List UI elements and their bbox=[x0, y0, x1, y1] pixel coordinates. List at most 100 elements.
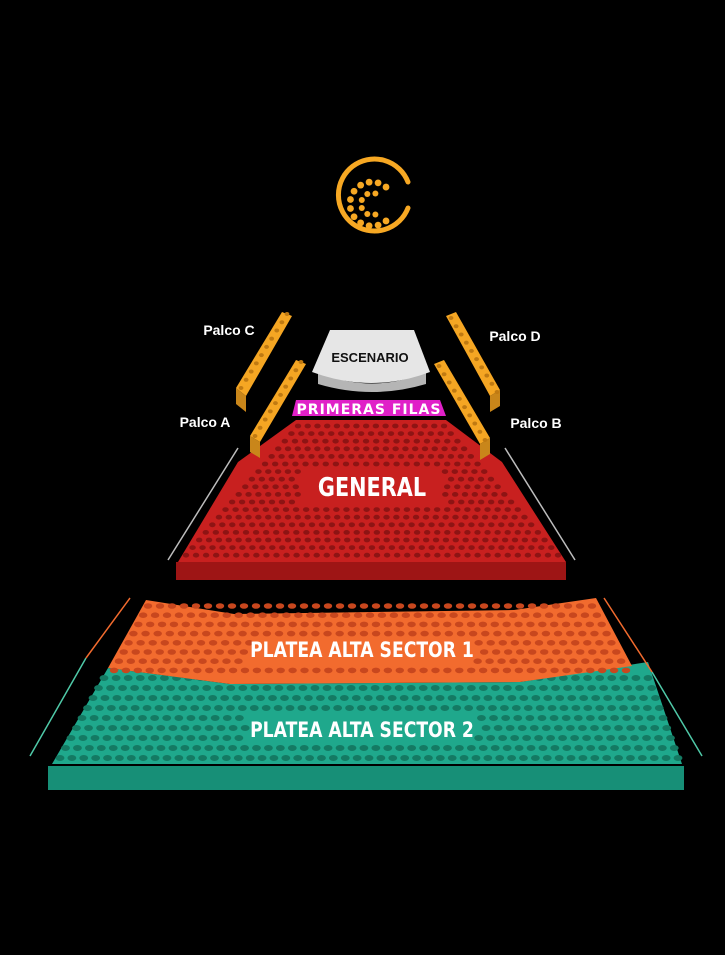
seat bbox=[265, 469, 272, 474]
seat bbox=[528, 545, 535, 550]
seat bbox=[471, 469, 478, 474]
box-seat bbox=[248, 369, 254, 374]
seat bbox=[154, 705, 164, 711]
seat bbox=[454, 530, 461, 535]
seat bbox=[255, 469, 262, 474]
seat bbox=[661, 755, 671, 761]
seat bbox=[474, 552, 481, 558]
seat bbox=[297, 705, 307, 711]
seat bbox=[323, 745, 333, 751]
seat bbox=[456, 630, 466, 637]
seat bbox=[468, 522, 475, 528]
seat bbox=[262, 484, 269, 490]
box-palco-c[interactable] bbox=[236, 312, 292, 412]
seat bbox=[214, 685, 224, 691]
seat bbox=[491, 649, 501, 655]
seat bbox=[585, 621, 595, 628]
section-platea-alta-1[interactable]: PLATEA ALTA SECTOR 1 bbox=[108, 598, 632, 684]
seat bbox=[226, 705, 235, 711]
seat bbox=[642, 735, 651, 741]
section-general[interactable]: GENERAL bbox=[167, 420, 576, 580]
seat bbox=[332, 461, 340, 467]
seat bbox=[120, 725, 130, 731]
seat bbox=[109, 667, 119, 674]
logo-dot bbox=[372, 211, 379, 218]
stage-label: ESCENARIO bbox=[331, 350, 408, 365]
primeras-filas-label: PRIMERAS FILAS bbox=[297, 402, 442, 418]
seat bbox=[205, 667, 214, 674]
seat bbox=[514, 530, 521, 535]
seat bbox=[510, 640, 520, 646]
seat bbox=[314, 537, 321, 543]
seat bbox=[565, 725, 575, 731]
seat bbox=[387, 695, 397, 701]
seat bbox=[515, 649, 525, 655]
seat bbox=[262, 530, 270, 535]
box-seat bbox=[453, 324, 459, 329]
seat bbox=[435, 695, 445, 701]
seat bbox=[449, 612, 458, 618]
seat bbox=[111, 675, 121, 681]
seat bbox=[79, 755, 89, 761]
seat bbox=[490, 621, 499, 628]
seat bbox=[645, 745, 655, 751]
seat bbox=[485, 612, 494, 618]
seat bbox=[382, 685, 392, 691]
seat bbox=[115, 755, 124, 761]
seat bbox=[304, 537, 311, 543]
seat bbox=[83, 705, 92, 711]
seat bbox=[138, 658, 147, 664]
seat bbox=[148, 695, 158, 701]
section-platea-alta-2[interactable]: PLATEA ALTA SECTOR 2 bbox=[48, 662, 684, 790]
seat bbox=[335, 745, 345, 751]
seat bbox=[259, 545, 266, 550]
seat bbox=[417, 454, 425, 459]
seat bbox=[393, 552, 401, 558]
seat bbox=[142, 705, 152, 711]
seat bbox=[240, 725, 250, 731]
seat bbox=[423, 461, 431, 467]
seat bbox=[248, 476, 256, 482]
seat bbox=[442, 514, 449, 520]
seat bbox=[395, 603, 405, 609]
seat bbox=[273, 530, 280, 535]
seat bbox=[228, 725, 238, 731]
seat bbox=[84, 745, 94, 751]
seat bbox=[61, 745, 70, 751]
box-palco-a[interactable] bbox=[250, 360, 306, 458]
seat bbox=[358, 685, 368, 691]
seat bbox=[447, 755, 457, 761]
seat bbox=[283, 530, 290, 535]
seat bbox=[265, 492, 272, 497]
logo-dot bbox=[358, 205, 365, 212]
seat bbox=[407, 431, 415, 436]
seat bbox=[232, 695, 242, 701]
box-seat bbox=[458, 332, 464, 337]
seat bbox=[274, 469, 282, 474]
seat bbox=[258, 522, 266, 528]
seat bbox=[558, 675, 568, 681]
seat bbox=[347, 667, 357, 674]
seat bbox=[308, 454, 315, 459]
seat bbox=[474, 461, 481, 467]
seat bbox=[234, 715, 244, 721]
seat bbox=[490, 745, 500, 751]
seat bbox=[101, 715, 111, 721]
seat bbox=[239, 545, 246, 550]
seat bbox=[357, 705, 366, 711]
seat bbox=[477, 476, 485, 482]
seat bbox=[89, 715, 99, 721]
seat bbox=[168, 725, 178, 731]
seat bbox=[606, 735, 615, 741]
seat bbox=[522, 640, 532, 646]
seat bbox=[301, 438, 309, 444]
seat bbox=[448, 522, 455, 528]
seat bbox=[383, 507, 390, 512]
seat bbox=[540, 649, 549, 655]
seat bbox=[245, 537, 252, 543]
seat bbox=[466, 745, 476, 751]
seat bbox=[311, 603, 321, 609]
section-primeras-filas[interactable]: PRIMERAS FILAS bbox=[292, 400, 446, 418]
seat bbox=[377, 431, 385, 436]
seat bbox=[343, 530, 350, 535]
